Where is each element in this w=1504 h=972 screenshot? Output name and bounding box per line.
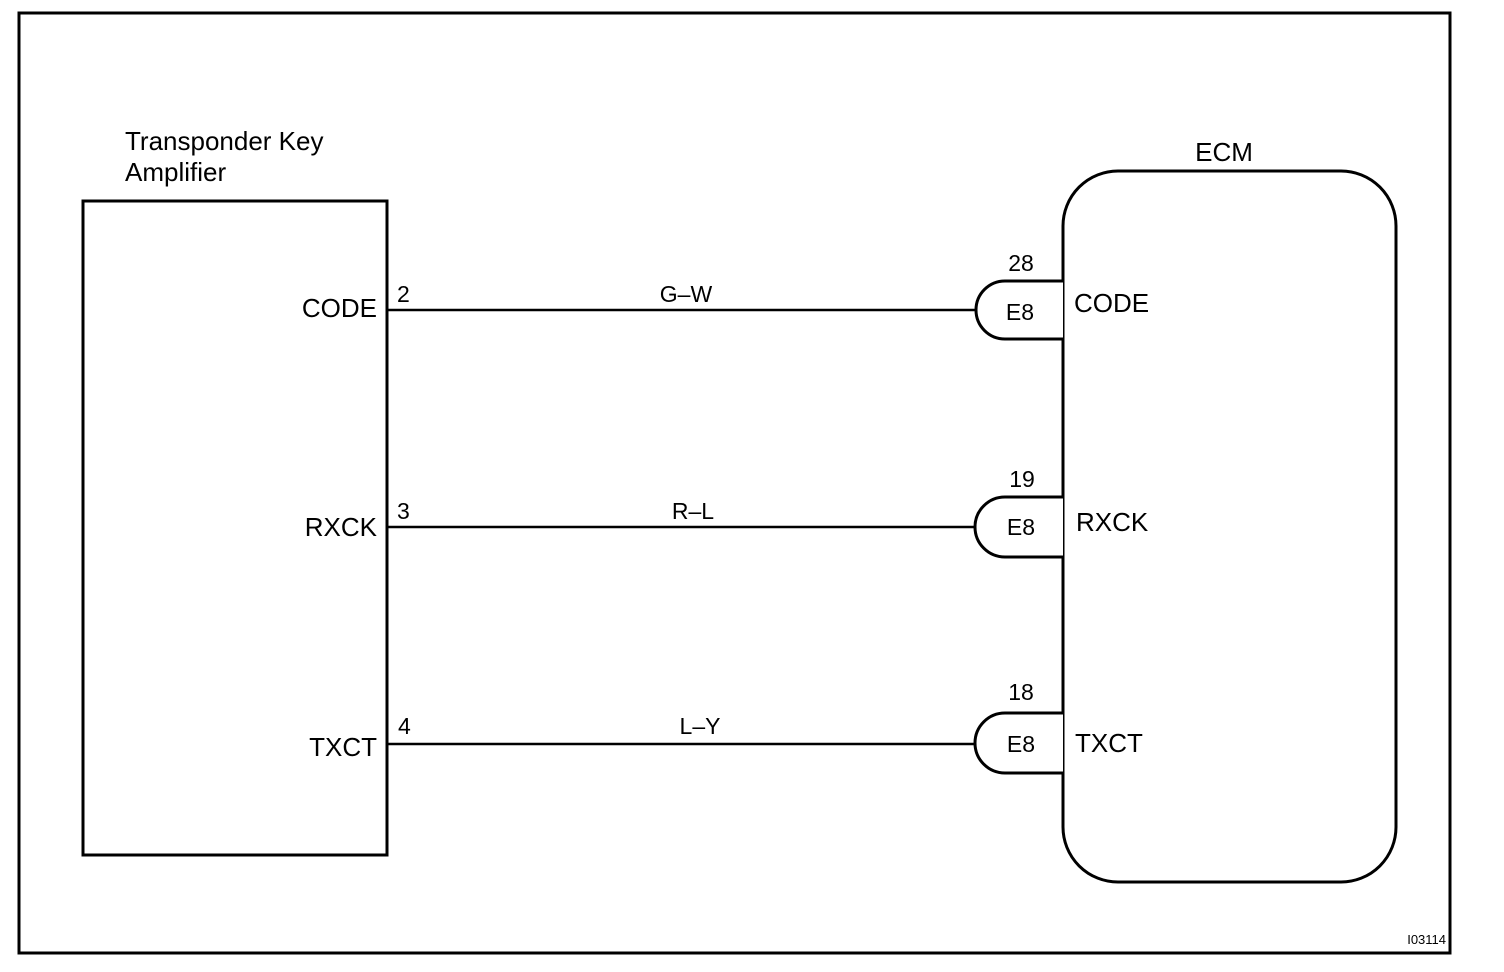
connector-label-rxck: E8: [1007, 514, 1035, 540]
ecm-label-code: CODE: [1074, 288, 1149, 318]
transponder-key-amplifier: Transponder Key Amplifier: [81, 126, 389, 857]
amp-label-code: CODE: [302, 293, 377, 323]
wire-color-r-l: R–L: [672, 498, 714, 524]
ecm-pin-19: 19: [1009, 466, 1035, 492]
ecm-pin-18: 18: [1008, 679, 1034, 705]
amp-label-rxck: RXCK: [305, 512, 378, 542]
ecm-title: ECM: [1195, 137, 1253, 167]
ecm-pin-28: 28: [1008, 250, 1034, 276]
connector-e8-rxck: [973, 495, 1063, 559]
ecm-label-txct: TXCT: [1075, 728, 1143, 758]
connector-label-txct: E8: [1007, 731, 1035, 757]
figure-code: I03114: [1407, 932, 1446, 947]
connector-e8-txct: [973, 711, 1063, 775]
amp-label-txct: TXCT: [309, 732, 377, 762]
connector-e8-code: [974, 279, 1063, 341]
amplifier-title-line2: Amplifier: [125, 157, 226, 187]
wire-color-g-w: G–W: [660, 281, 713, 307]
amplifier-title-line1: Transponder Key: [125, 126, 323, 156]
wire-color-l-y: L–Y: [680, 713, 721, 739]
circuit-txct: TXCT 4 L–Y E8 18 TXCT: [309, 679, 1143, 775]
circuit-rxck: RXCK 3 R–L E8 19 RXCK: [305, 466, 1149, 559]
amp-pin-2: 2: [397, 281, 410, 307]
amp-pin-4: 4: [398, 713, 411, 739]
amp-pin-3: 3: [397, 498, 410, 524]
ecm-label-rxck: RXCK: [1076, 507, 1149, 537]
connector-label-code: E8: [1006, 299, 1034, 325]
diagram-frame: [17, 11, 1452, 955]
circuit-code: CODE 2 G–W E8 28 CODE: [302, 250, 1149, 341]
